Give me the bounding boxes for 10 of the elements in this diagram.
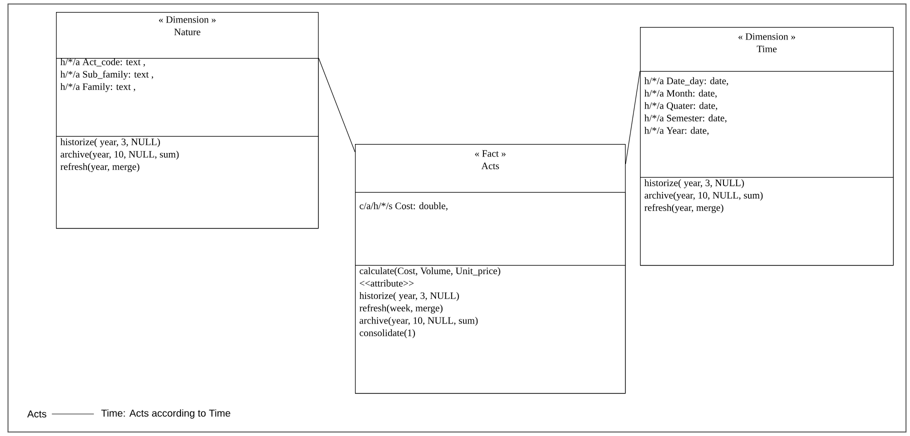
association-line xyxy=(625,70,640,164)
method-compartment: historize( year, 3, NULL) archive(year, 10, NULL, sum) refresh(year, merge) xyxy=(640,177,894,266)
legend-text: Acts xyxy=(27,410,46,418)
attribute-compartment: c/a/h/*/s Cost: double, xyxy=(355,192,626,266)
attribute-compartment: h/*/a Date_day: date, h/*/a Month: date, h/*/a Quater: date, h/*/a Semester: date, h/*/a Year: date, xyxy=(640,71,894,178)
legend-text: Time: Acts according to Time xyxy=(101,409,230,419)
association-line xyxy=(318,58,356,152)
method-compartment: calculate(Cost, Volume, Unit_price) <<attribute>> historize( year, 3, NULL) refresh(week, merge) archive(year, 10, NULL, sum) consolidate(1) xyxy=(355,265,626,394)
method-compartment: historize( year, 3, NULL) archive(year, 10, NULL, sum) refresh(year, merge) xyxy=(56,136,319,229)
attribute-compartment: h/*/a Act_code: text , h/*/a Sub_family: text , h/*/a Family: text , xyxy=(56,58,319,137)
